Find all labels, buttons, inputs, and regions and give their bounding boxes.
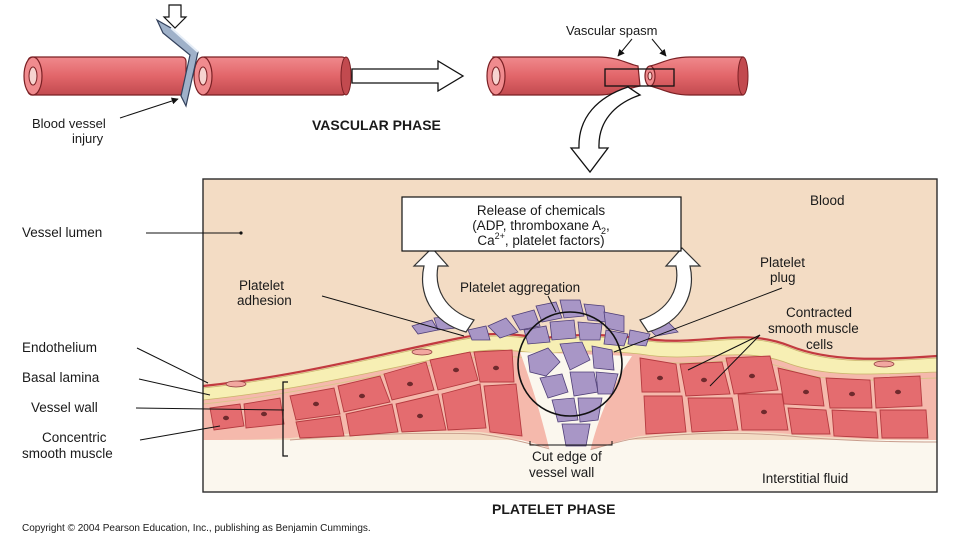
- lumen-leader-dot: [239, 231, 243, 235]
- plug-leader: [613, 287, 783, 353]
- adhesion-leader: [321, 295, 465, 337]
- endothelial-cells: [225, 348, 895, 388]
- contracted-leader-1: [687, 334, 761, 371]
- process-arrow-icon: [351, 59, 465, 93]
- platelet-aggregation-label: Platelet aggregation: [460, 280, 580, 295]
- platelet-phase-panel: [202, 178, 938, 493]
- endothelium-label: Endothelium: [22, 340, 97, 355]
- injury-arrow-icon: [162, 4, 188, 29]
- platelet-aggregation: [467, 299, 651, 347]
- contracted-leader-2: [709, 334, 761, 387]
- zoom-arrow-icon: [569, 86, 642, 174]
- cut-edge-label: Cut edge of vessel wall: [529, 449, 606, 480]
- smooth-muscle-cells: [209, 349, 929, 439]
- platelet-phase-title: PLATELET PHASE: [492, 501, 615, 517]
- copyright-notice: Copyright © 2004 Pearson Education, Inc.…: [22, 523, 371, 534]
- chemicals-line-1: Release of chemicals: [477, 203, 606, 218]
- vascular-phase-title: VASCULAR PHASE: [312, 117, 441, 133]
- vessel-lumen-label: Vessel lumen: [22, 225, 102, 240]
- concentric-smooth-muscle-label: Concentric smooth muscle: [22, 430, 113, 461]
- platelet-adhesion-label: Platelet adhesion: [237, 278, 292, 308]
- spasm-leader-left: [617, 38, 633, 57]
- aggregation-leader: [547, 295, 557, 313]
- contracted-smooth-muscle-label: Contracted smooth muscle cells: [768, 305, 863, 352]
- basal-lamina-leader: [138, 378, 211, 396]
- platelet-adhesion: [411, 315, 679, 337]
- injury-leader: [119, 97, 179, 119]
- smooth-muscle-nuclei: [223, 365, 901, 421]
- basal-lamina-label: Basal lamina: [22, 370, 100, 385]
- platelet-plug-label: Platelet plug: [760, 255, 809, 285]
- plug-highlight-circle: [517, 311, 623, 417]
- blade-icon: [155, 18, 199, 108]
- injury-label: Blood vessel injury: [32, 116, 109, 146]
- vessel-wall-leader: [135, 407, 285, 411]
- cut-edge-bracket: [529, 441, 613, 446]
- vascular-spasm-label: Vascular spasm: [566, 23, 658, 38]
- platelet-plug: [527, 341, 619, 447]
- blood-label: Blood: [810, 193, 845, 208]
- injured-blood-vessel: [23, 56, 352, 96]
- endothelium-leader: [136, 347, 209, 384]
- release-arrow-right-icon: [639, 247, 702, 333]
- interstitial-fluid-label: Interstitial fluid: [762, 471, 848, 486]
- spasm-leader-right: [651, 38, 667, 57]
- chemical-release-box: [401, 196, 682, 252]
- chemicals-line-2: (ADP, thromboxane A2,: [472, 218, 610, 236]
- constricted-blood-vessel: [486, 56, 749, 96]
- vessel-wall-bracket: [282, 381, 288, 457]
- concentric-leader: [139, 425, 221, 441]
- chemicals-line-3: Ca2+, platelet factors): [477, 231, 604, 248]
- vessel-wall-label: Vessel wall: [31, 400, 98, 415]
